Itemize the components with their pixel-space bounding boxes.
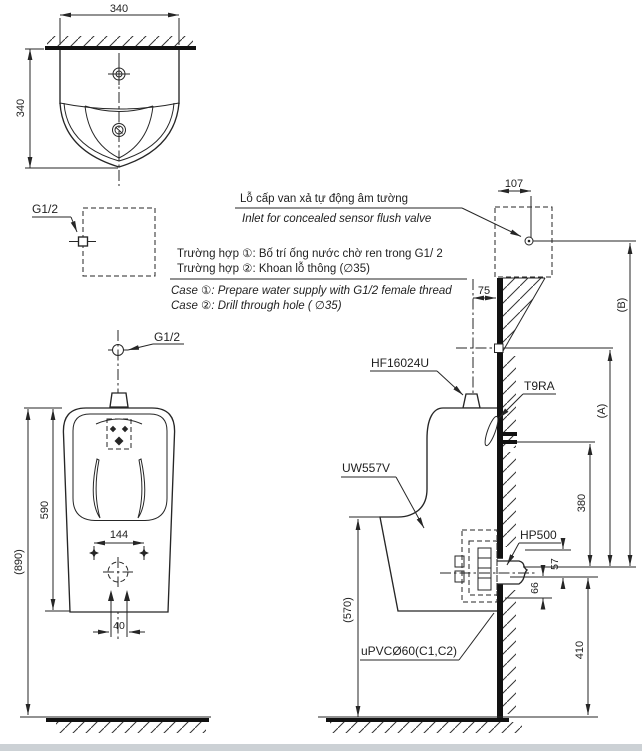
side-urinal-profile: [379, 407, 497, 612]
supply-fitting-symbol: [77, 236, 89, 247]
bolt-mark-left: [89, 548, 99, 558]
wall-hatch-2: [503, 452, 516, 547]
dim-body-height: 590: [39, 501, 51, 519]
dim-outlet-pitch: 40: [113, 620, 125, 632]
dim-rim-height: (570): [342, 597, 354, 623]
dim-hanger-height: 380: [576, 494, 588, 512]
label-spud: HF16024U: [371, 356, 429, 370]
dim-supply-offset: 75: [478, 285, 490, 297]
front-drain-symbol: [103, 557, 133, 587]
side-view: 107 75 HF16024U T9RA: [318, 178, 636, 733]
outlet-arrow-left: [108, 590, 114, 601]
wall-inlet-hole: [494, 343, 504, 353]
note-inlet-en: Inlet for concealed sensor flush valve: [242, 213, 431, 225]
footer-bar: [0, 744, 642, 751]
dim-a: (A): [596, 404, 608, 419]
sensor-dot-center: [114, 436, 124, 446]
plan-view: 340 340: [15, 3, 196, 186]
note-case2-en: Case ②: Drill through hole ( ∅35): [171, 300, 342, 312]
front-floor-hatch: [56, 722, 206, 733]
dim-inlet-offset: 107: [505, 178, 523, 190]
label-detail-thread: G1/2: [32, 202, 58, 216]
hanger-clip: [484, 415, 499, 447]
dim-overall-height: (890): [13, 549, 25, 575]
label-urinal-model: UW557V: [342, 461, 390, 475]
concealed-trap: [440, 529, 536, 603]
inlet-leader: [461, 207, 522, 237]
front-urinal-body: [62, 407, 176, 613]
supply-detail: G1/2: [32, 202, 156, 277]
supply-detail-box: [82, 207, 156, 277]
note-case1-en: Case ①: Prepare water supply with G1/2 f…: [171, 285, 452, 297]
right-dimensions: (B) (A) 380 57 66 410: [505, 243, 636, 715]
inlet-point-marker: [524, 236, 534, 246]
notes-block: Lỗ cấp van xả tự động âm tường Inlet for…: [170, 192, 522, 312]
label-front-thread: G1/2: [154, 330, 180, 344]
dim-plan-depth: 340: [15, 99, 27, 117]
dim-outlet-bottom: 66: [529, 582, 541, 594]
front-spud: [109, 392, 129, 408]
label-trap: HP500: [520, 528, 557, 542]
label-drain-pipe: uPVCØ60(C1,C2): [361, 644, 457, 658]
label-hanger: T9RA: [524, 379, 555, 393]
note-case1-vi: Trường hợp ①: Bố trí ống nước chờ ren tr…: [177, 248, 443, 260]
wall-outlet-pipe: [497, 560, 529, 585]
basin-curtain-left: [92, 458, 101, 519]
dim-outlet-top: 57: [549, 558, 561, 570]
concealed-valve-box: [494, 206, 553, 278]
note-inlet-vi: Lỗ cấp van xả tự động âm tường: [240, 192, 408, 205]
bolt-mark-right: [139, 548, 149, 558]
outlet-arrow-right: [124, 590, 130, 601]
side-floor-hatch: [330, 722, 522, 733]
dim-bolt-pitch: 144: [110, 529, 128, 541]
sensor-window: [106, 418, 132, 450]
side-spud: [462, 393, 481, 409]
ceiling-hatch: [47, 36, 193, 47]
front-view: G1/2 590 (890) 144: [13, 330, 211, 733]
dim-outlet-height: 410: [574, 641, 586, 659]
wall-hatch-3: [503, 590, 516, 714]
sensor-dot-right: [121, 425, 129, 433]
note-case2-vi: Trường hợp ②: Khoan lỗ thông (∅35): [177, 262, 370, 275]
dim-plan-width: 340: [110, 3, 128, 15]
basin-curtain-right: [137, 458, 146, 519]
front-basin: [72, 413, 168, 521]
sensor-dot-left: [109, 425, 117, 433]
dim-b: (B): [616, 298, 628, 313]
wall-hatch-1: [503, 356, 516, 448]
